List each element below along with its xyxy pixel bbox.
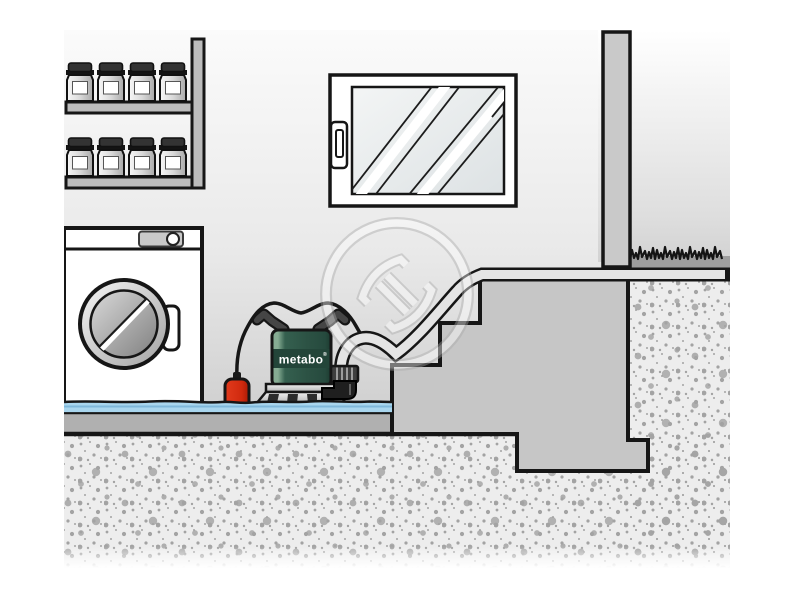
jar [96, 137, 126, 177]
brand-band [273, 349, 330, 368]
glass-reflections [352, 87, 504, 194]
jar [158, 137, 188, 177]
pump-brand-label: metabo [279, 353, 323, 367]
registered-mark: ® [323, 351, 327, 358]
jar [158, 62, 188, 102]
jar [96, 62, 126, 102]
bottom-fade [64, 546, 730, 568]
jar [65, 137, 95, 177]
flood-water [64, 399, 393, 415]
jar [127, 62, 157, 102]
jar [65, 62, 95, 102]
power-cable [235, 301, 368, 379]
hose-elbow [321, 380, 357, 400]
submersible-pump: metabo ® [223, 301, 368, 414]
program-knob [166, 232, 180, 246]
house-wall [601, 30, 632, 269]
drain-hose [334, 267, 730, 371]
hose-coupling [329, 364, 360, 384]
grass [628, 245, 724, 261]
washing-machine [64, 226, 204, 408]
window [328, 73, 518, 208]
watermark-logo [320, 217, 474, 371]
storage-shelf [64, 37, 206, 190]
jar [127, 137, 157, 177]
